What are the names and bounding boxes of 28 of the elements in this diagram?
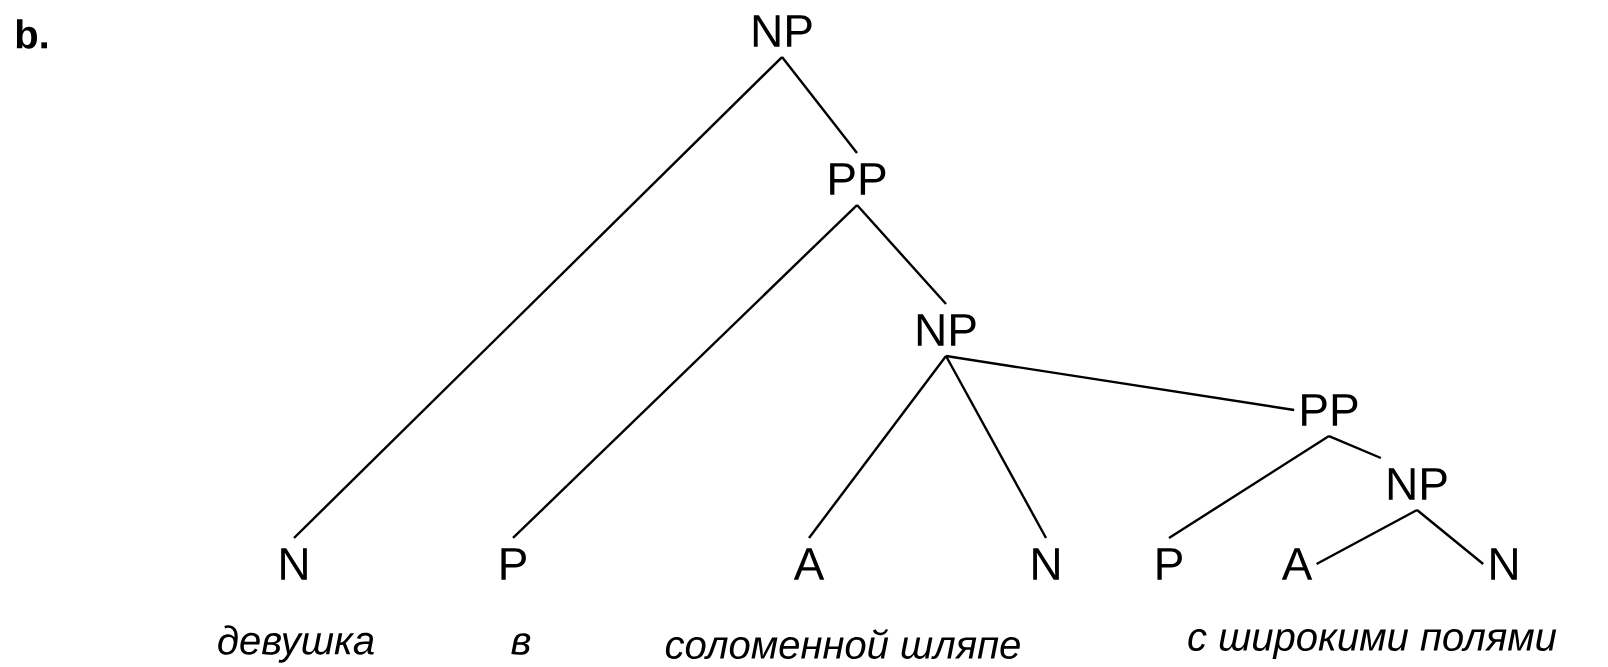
tree-branch bbox=[1328, 434, 1382, 460]
category-label: PP bbox=[830, 163, 886, 195]
tree-branch bbox=[1416, 509, 1484, 565]
panel-label: b. bbox=[16, 19, 47, 49]
category-label: NP bbox=[1388, 468, 1447, 500]
category-label: PP bbox=[1302, 394, 1358, 426]
tree-branch bbox=[808, 355, 947, 539]
word-label: в bbox=[511, 633, 531, 655]
category-label: N bbox=[281, 548, 307, 580]
category-label: P bbox=[1157, 548, 1182, 580]
word-label: с широкими полями bbox=[1188, 629, 1557, 659]
category-label: NP bbox=[917, 314, 976, 346]
tree-branch bbox=[1168, 435, 1330, 539]
category-label: A bbox=[793, 548, 825, 580]
word-label: девушка bbox=[218, 625, 374, 663]
tree-branch bbox=[1316, 508, 1418, 566]
category-label: N bbox=[1033, 548, 1059, 580]
category-label: NP bbox=[753, 15, 812, 47]
category-label: N bbox=[1491, 548, 1517, 580]
category-label: A bbox=[1281, 548, 1313, 580]
tree-branch bbox=[944, 355, 1048, 539]
tree-branch bbox=[856, 204, 947, 305]
tree-branch bbox=[512, 204, 858, 539]
tree-branch bbox=[945, 354, 1295, 412]
word-label: соломенной шляпе bbox=[665, 629, 1020, 659]
tree-branch bbox=[781, 56, 858, 154]
tree-branch bbox=[293, 56, 783, 539]
category-label: P bbox=[501, 548, 526, 580]
